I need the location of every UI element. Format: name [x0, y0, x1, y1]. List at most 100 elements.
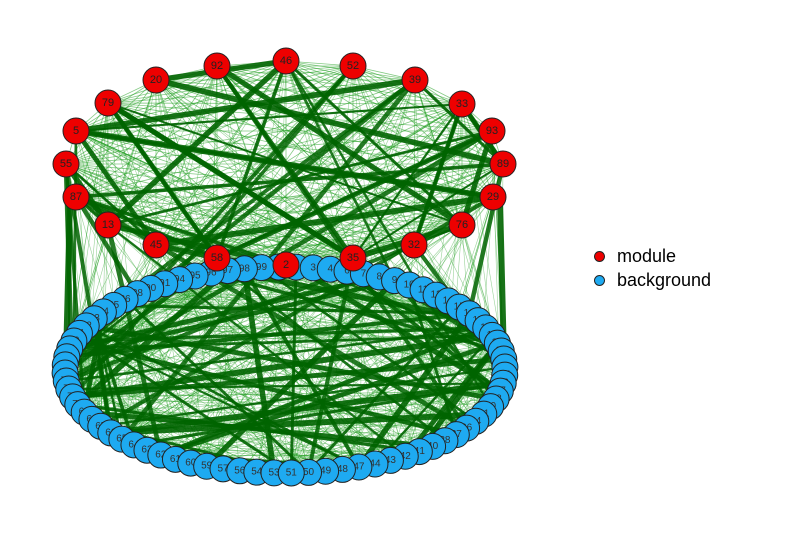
background-node-label: 49	[320, 466, 332, 477]
background-node-label: 64	[128, 439, 140, 450]
background-node-label: 9	[392, 275, 398, 286]
module-node: 2	[272, 251, 300, 279]
strong-edge	[215, 64, 469, 430]
edge	[72, 396, 484, 415]
module-node: 92	[203, 52, 231, 80]
strong-edge	[407, 284, 458, 436]
strong-edge	[374, 334, 494, 465]
module-node-label: 33	[456, 98, 468, 110]
strong-edge	[107, 224, 406, 458]
edge	[124, 65, 218, 300]
edge	[66, 272, 212, 382]
strong-edge	[71, 64, 355, 399]
background-node-label: 40	[427, 441, 439, 452]
background-node-label: 43	[385, 455, 397, 466]
legend-item-module: module	[594, 244, 711, 268]
background-node-label: 97	[222, 265, 234, 276]
module-node-circle	[272, 251, 300, 279]
edge	[75, 130, 354, 259]
background-node-label: 63	[141, 445, 153, 456]
edge	[83, 102, 109, 413]
edge	[75, 130, 297, 268]
edge	[285, 65, 354, 266]
edge	[75, 79, 416, 198]
module-node-label: 35	[347, 252, 359, 264]
module-node-circle	[401, 66, 429, 94]
module-node: 55	[52, 150, 80, 178]
module-node-circle	[62, 183, 90, 211]
module-node-circle	[478, 117, 506, 145]
module-node-circle	[52, 150, 80, 178]
edge	[107, 79, 157, 226]
background-node-label: 54	[251, 467, 263, 478]
strong-edge	[306, 257, 355, 473]
background-node-label: 53	[268, 467, 280, 478]
background-nodes: 1001993984976967958949911090118812861485…	[51, 253, 519, 487]
strong-edge	[113, 303, 470, 316]
legend: module background	[594, 244, 711, 292]
module-node: 32	[400, 231, 428, 259]
module-node-label: 20	[150, 74, 162, 86]
background-node-label: 62	[155, 450, 167, 461]
strong-edge	[412, 103, 464, 246]
strong-edge	[74, 194, 468, 431]
edge	[256, 382, 504, 473]
edge	[352, 65, 415, 246]
module-node-circle	[339, 52, 367, 80]
edge	[107, 102, 463, 105]
edge	[107, 79, 416, 104]
legend-label-background: background	[617, 269, 712, 290]
background-node-label: 38	[439, 435, 451, 446]
background-node-label: 8	[376, 271, 382, 282]
edge	[65, 372, 476, 422]
background-node-label: 95	[189, 271, 201, 282]
background-node-label: 3	[310, 262, 316, 273]
strong-edge	[74, 195, 140, 295]
module-node-circle	[142, 66, 170, 94]
edge	[65, 65, 354, 165]
background-node-label: 94	[174, 274, 186, 285]
module-node: 87	[62, 183, 90, 211]
module-node-label: 79	[102, 97, 114, 109]
strong-edge	[210, 271, 502, 353]
background-node-label: 91	[159, 278, 171, 289]
edge	[352, 65, 463, 226]
edge	[107, 79, 416, 226]
edge	[216, 65, 493, 132]
module-node-label: 58	[211, 252, 223, 264]
legend-label-module: module	[617, 245, 677, 266]
background-node-label: 88	[132, 288, 144, 299]
background-node-label: 99	[256, 262, 268, 273]
strong-edge	[106, 58, 288, 228]
background-node-label: 96	[206, 267, 218, 278]
edge	[256, 390, 501, 473]
edge	[155, 79, 331, 270]
background-node-label: 44	[369, 458, 381, 469]
background-node-label: 57	[217, 463, 229, 474]
edge	[164, 283, 505, 368]
strong-edge	[74, 129, 158, 247]
strong-edge	[160, 340, 499, 458]
edge	[75, 130, 331, 270]
module-node-label: 93	[486, 125, 498, 137]
module-node: 76	[448, 211, 476, 239]
edge	[160, 398, 497, 456]
module-node: 58	[203, 244, 231, 272]
background-node-label: 90	[145, 283, 157, 294]
legend-item-background: background	[594, 268, 711, 292]
background-node-label: 11	[418, 284, 429, 295]
module-node: 39	[401, 66, 429, 94]
background-node-label: 4	[327, 264, 333, 275]
module-node-label: 29	[487, 191, 499, 203]
edge	[75, 130, 343, 470]
edge	[278, 163, 504, 268]
module-node-label: 87	[70, 191, 82, 203]
background-node-label: 10	[404, 279, 416, 290]
strong-edge	[78, 332, 293, 475]
module-node-label: 32	[408, 239, 420, 251]
module-node-circle	[62, 117, 90, 145]
module-node-circle	[203, 52, 231, 80]
strong-edge	[72, 332, 493, 400]
